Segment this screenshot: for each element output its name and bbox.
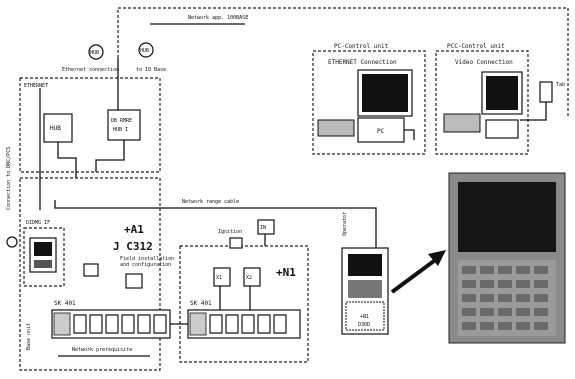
svg-text:DB RMRE: DB RMRE (111, 118, 132, 124)
tableau-module (540, 82, 552, 102)
svg-text:D30D: D30D (358, 322, 370, 328)
zoom-arrow (392, 258, 438, 292)
a1-label: +A1 (124, 223, 144, 236)
top-network-label: Network app. 100BASE (188, 15, 248, 21)
svg-text:IN: IN (260, 225, 266, 231)
svg-text:X1: X1 (216, 275, 222, 281)
enlarged-screen (458, 182, 556, 252)
svg-text:ETHERNET: ETHERNET (24, 83, 48, 89)
converter-box (108, 110, 140, 140)
svg-text:SK 401: SK 401 (54, 300, 76, 307)
svg-text:+N1: +N1 (360, 314, 369, 320)
svg-text:Tab: Tab (556, 82, 565, 88)
svg-text:PCC-Control unit: PCC-Control unit (447, 43, 505, 50)
svg-text:X2: X2 (246, 275, 252, 281)
svg-text:HUB: HUB (90, 50, 99, 56)
svg-text:Operator: Operator (342, 212, 348, 236)
ignition-label: Ignition (218, 229, 242, 235)
svg-text:PC-Control unit: PC-Control unit (334, 43, 389, 50)
connection-vertical-label: Connection to DNC/PCS (6, 147, 12, 210)
n1-label: +N1 (276, 266, 296, 279)
operator-panel-screen (348, 254, 382, 276)
pc-keyboard (318, 120, 354, 136)
svg-text:HUB: HUB (50, 125, 61, 132)
ethernet-connection-label: Ethernet connection (62, 67, 119, 73)
svg-text:PC: PC (377, 128, 385, 135)
bottom-note: Network prerequisite (72, 347, 132, 353)
j-label: J C312 (113, 240, 153, 253)
svg-text:Video Connection: Video Connection (455, 59, 513, 66)
svg-text:and configuration: and configuration (120, 262, 171, 268)
svg-text:HUB I: HUB I (113, 127, 128, 133)
svg-text:HUB: HUB (140, 48, 149, 54)
remote-cable-label: Network range cable (182, 199, 239, 205)
pcc-case (486, 120, 518, 138)
pcc-monitor-screen (486, 76, 518, 110)
pcc-keyboard (444, 114, 480, 132)
svg-text:DIDMG IF: DIDMG IF (26, 220, 50, 226)
side-label-left: Base unit (26, 323, 32, 350)
pc-monitor-screen (362, 74, 408, 112)
ten-base-label: to 10 Base (136, 67, 166, 73)
svg-text:SK 401: SK 401 (190, 300, 212, 307)
svg-text:ETHERNET Connection: ETHERNET Connection (328, 59, 397, 66)
